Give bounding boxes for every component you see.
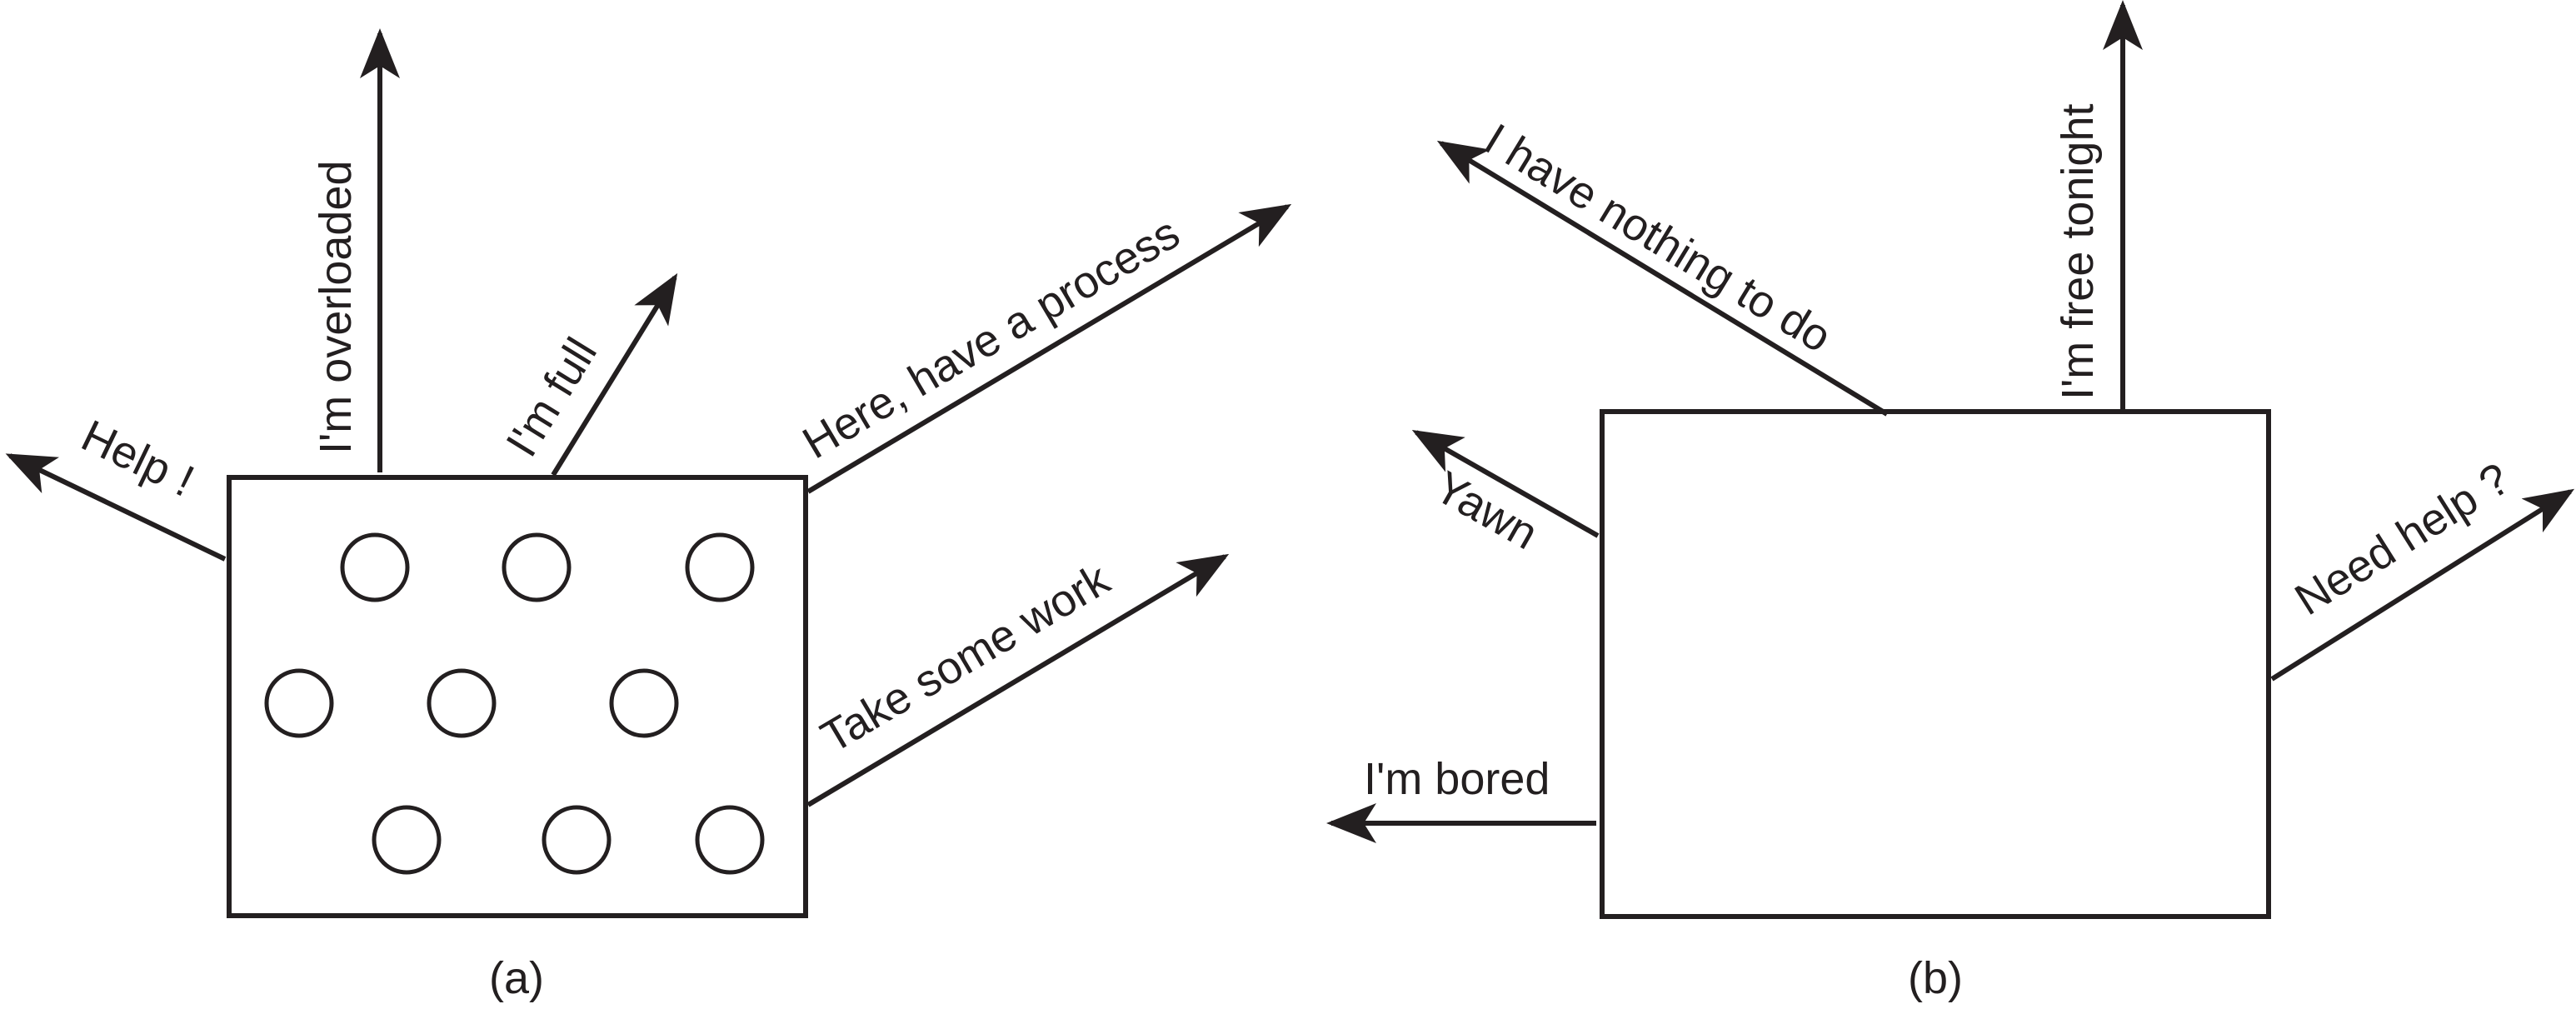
- have-process-arrow: [806, 203, 1292, 494]
- process-circle: [609, 668, 679, 738]
- yawn-label: Yawn: [1426, 462, 1546, 559]
- process-circle: [340, 532, 410, 602]
- have-process-label: Here, have a process: [795, 207, 1188, 468]
- take-work-arrow: [806, 553, 1230, 807]
- yawn-arrow: [1411, 430, 1600, 538]
- overloaded-machine-box: [227, 475, 808, 918]
- process-circle: [372, 805, 442, 875]
- nothing-label: I have nothing to do: [1476, 114, 1840, 362]
- full-arrow: [551, 272, 678, 477]
- panel-b: I have nothing to do I'm free tonight Ya…: [1326, 0, 2575, 1003]
- nothing-arrow: [1436, 140, 1889, 417]
- process-circle: [502, 532, 572, 602]
- process-circle: [695, 805, 765, 875]
- help-arrow: [5, 453, 227, 562]
- free-label: I'm free tonight: [2053, 104, 2103, 400]
- bored-label: I'm bored: [1364, 754, 1550, 804]
- idle-machine-box: [1600, 409, 2271, 919]
- panel-a: Help ! I'm overloaded I'm full Here, hav…: [5, 28, 1292, 1003]
- overloaded-label: I'm overloaded: [311, 160, 361, 454]
- panel-b-caption: (b): [1908, 953, 1963, 1003]
- full-label: I'm full: [497, 329, 607, 465]
- panel-a-caption: (a): [489, 953, 544, 1003]
- help-label: Help !: [74, 411, 202, 507]
- process-circle: [685, 532, 755, 602]
- take-work-label: Take some work: [813, 554, 1119, 763]
- process-circle: [542, 805, 612, 875]
- process-circle: [427, 668, 497, 738]
- need-help-arrow: [2270, 488, 2575, 682]
- process-circle: [264, 668, 334, 738]
